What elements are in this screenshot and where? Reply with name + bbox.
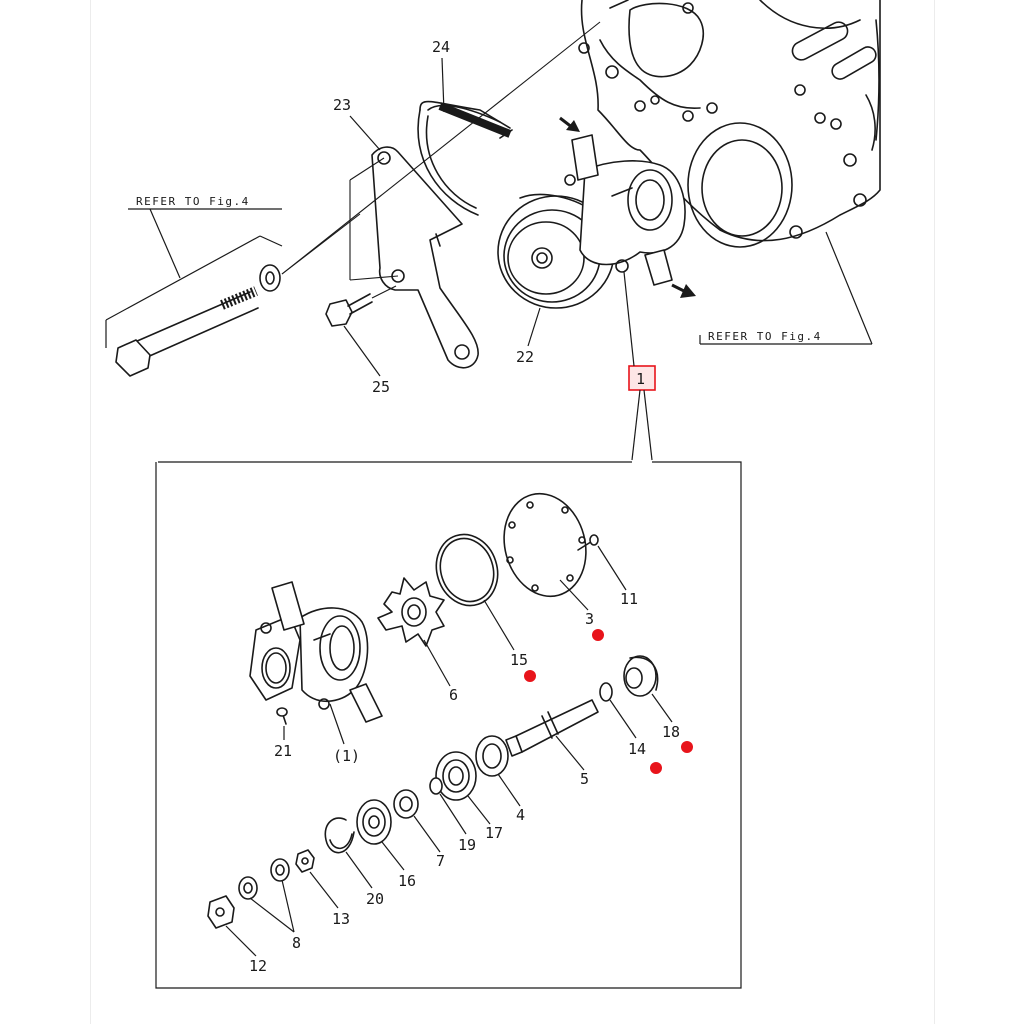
callout-14: 14 (609, 699, 646, 758)
svg-text:14: 14 (628, 740, 646, 758)
flow-arrow-icon (559, 116, 580, 132)
svg-text:11: 11 (620, 590, 638, 608)
callout-19: 19 (439, 793, 476, 854)
ball-bearing-small (356, 799, 392, 845)
circlip (324, 817, 355, 854)
callout-1-highlighted: 1 (623, 271, 656, 461)
svg-text:3: 3 (585, 610, 594, 628)
red-dot-marker (592, 629, 604, 641)
svg-text:REFER TO Fig.4: REFER TO Fig.4 (708, 330, 822, 343)
svg-text:18: 18 (662, 723, 680, 741)
spacer (393, 789, 419, 819)
reference-label-right: REFER TO Fig.4 (699, 231, 873, 345)
callout-18: 18 (651, 693, 680, 741)
o-ring-inner (439, 537, 495, 603)
detail-frame (155, 461, 742, 989)
pump-shaft (505, 699, 599, 757)
assembly-axis-line (281, 213, 361, 275)
svg-text:13: 13 (332, 910, 350, 928)
svg-text:REFER TO Fig.4: REFER TO Fig.4 (136, 195, 250, 208)
oil-seal (623, 655, 659, 697)
flow-arrow-icon (671, 283, 696, 298)
ball-bearing (435, 751, 477, 801)
callout-13: 13 (309, 871, 350, 928)
hex-nut (295, 849, 315, 873)
o-ring (435, 533, 499, 607)
screw (577, 534, 599, 551)
svg-text:19: 19 (458, 836, 476, 854)
callout-6: 6 (423, 639, 458, 704)
page-edge-right (934, 0, 935, 1024)
svg-text:(1): (1) (333, 747, 360, 765)
callout-7: 7 (413, 815, 445, 870)
callout-20: 20 (345, 851, 384, 908)
spacer-inner (399, 796, 413, 812)
long-bolt (115, 286, 259, 377)
svg-text:12: 12 (249, 957, 267, 975)
svg-text:22: 22 (516, 348, 534, 366)
callout-12: 12 (225, 925, 267, 975)
assembly-axis-line (281, 21, 601, 275)
callout-22: 22 (516, 307, 541, 366)
svg-text:25: 25 (372, 378, 390, 396)
svg-text:1: 1 (636, 370, 645, 388)
svg-text:15: 15 (510, 651, 528, 669)
circlip-inner (329, 833, 353, 850)
red-dot-marker (524, 670, 536, 682)
impeller (377, 577, 445, 647)
pump-body (249, 581, 383, 723)
svg-text:21: 21 (274, 742, 292, 760)
svg-text:7: 7 (436, 852, 445, 870)
svg-text:16: 16 (398, 872, 416, 890)
svg-text:20: 20 (366, 890, 384, 908)
svg-text:17: 17 (485, 824, 503, 842)
callout-25: 25 (343, 325, 390, 396)
callout-8: 8 (249, 879, 301, 952)
page-edge-left (90, 0, 91, 1024)
washer-pair (238, 858, 290, 900)
callout-16: 16 (381, 841, 416, 890)
cover-plate (503, 492, 587, 598)
reference-label-left: REFER TO Fig.4 (105, 195, 283, 348)
mounting-bracket (349, 146, 479, 369)
callout-11: 11 (597, 545, 638, 608)
svg-text:23: 23 (333, 96, 351, 114)
callout-15: 15 (483, 599, 528, 669)
callout-21: 21 (274, 726, 292, 760)
drain-screw (276, 707, 288, 725)
callout-3: 3 (559, 579, 594, 628)
red-dot-marker (650, 762, 662, 774)
water-pump-assembly (564, 134, 686, 286)
small-o-ring (599, 682, 613, 702)
svg-text:4: 4 (516, 806, 525, 824)
snap-ring-small (429, 777, 443, 795)
svg-text:5: 5 (580, 770, 589, 788)
seal-plate (475, 735, 509, 777)
flange-bolt (325, 285, 397, 327)
seal-plate-inner (482, 743, 502, 769)
svg-text:6: 6 (449, 686, 458, 704)
svg-text:8: 8 (292, 934, 301, 952)
callout-5: 5 (555, 735, 589, 788)
callout-1-detail: (1) (329, 703, 360, 765)
callout-4: 4 (497, 773, 525, 824)
callout-24: 24 (432, 38, 450, 113)
svg-text:24: 24 (432, 38, 450, 56)
callout-17: 17 (467, 795, 503, 842)
v-belt (417, 100, 513, 216)
hex-nut-large (207, 895, 235, 929)
red-dot-marker (681, 741, 693, 753)
callout-23: 23 (333, 96, 381, 151)
washer (259, 264, 281, 292)
